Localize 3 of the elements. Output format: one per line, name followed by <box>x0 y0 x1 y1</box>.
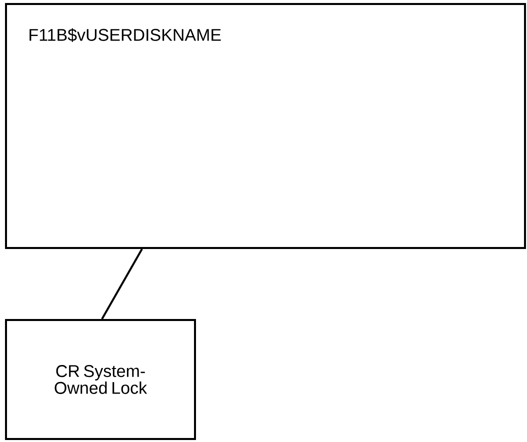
lock-box: CR System-Owned Lock <box>5 319 196 440</box>
connector-line <box>101 248 143 320</box>
record-box: F11B$vUSERDISKNAME <box>5 3 526 249</box>
